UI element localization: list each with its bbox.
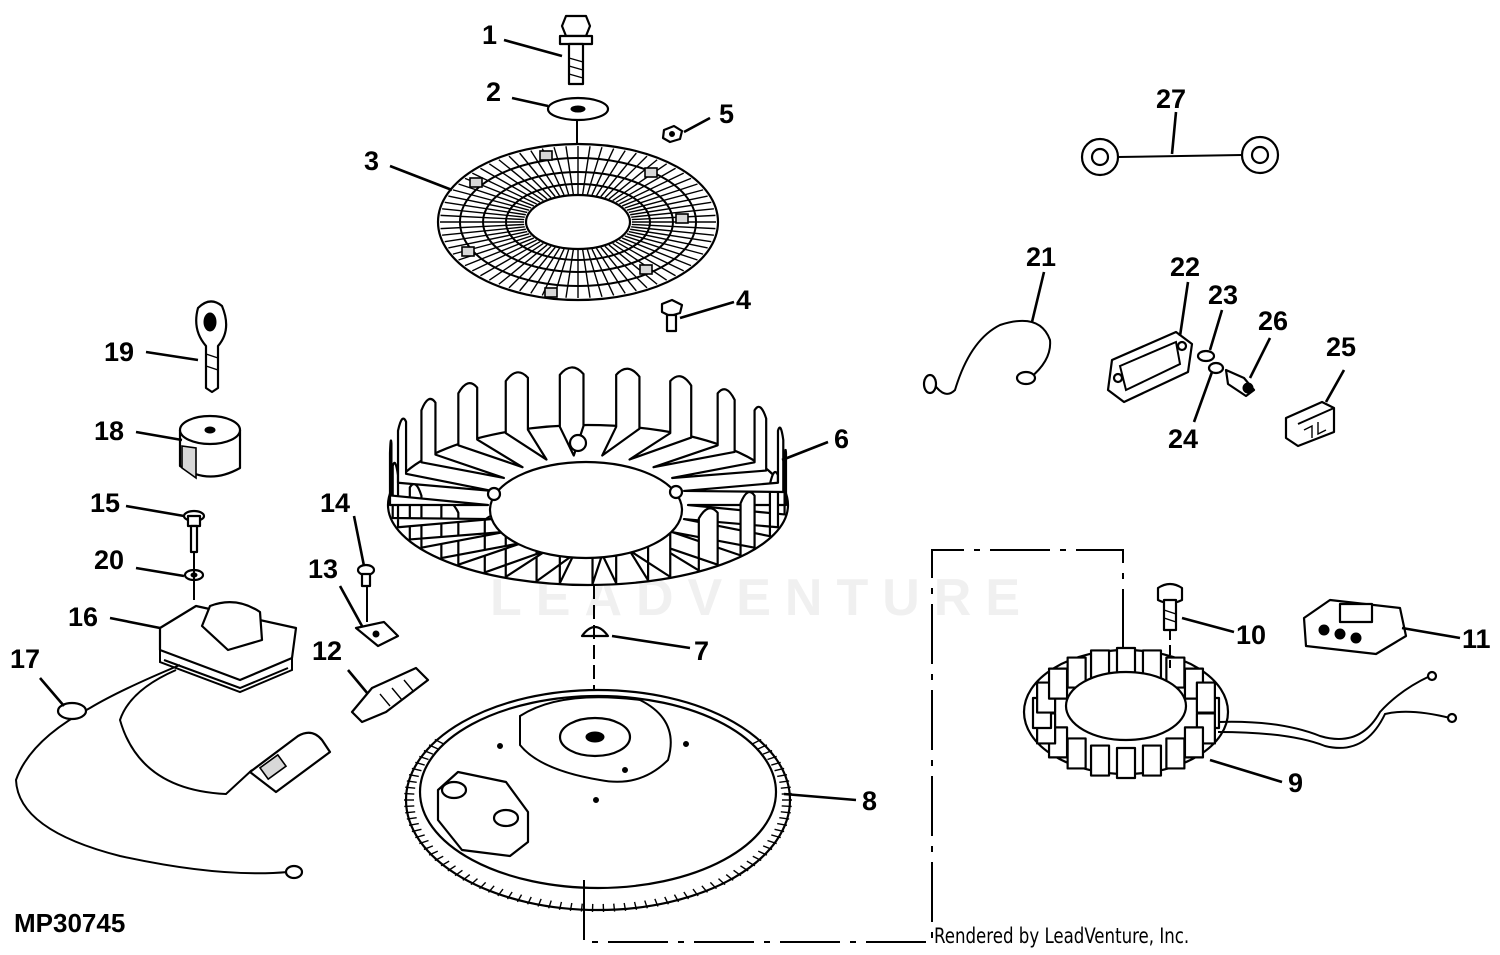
callout-4: 4 bbox=[736, 285, 751, 315]
stator-pole bbox=[1066, 737, 1087, 770]
callout-10: 10 bbox=[1236, 620, 1266, 650]
callout-25: 25 bbox=[1326, 332, 1356, 362]
part-24-lockwasher bbox=[1207, 361, 1225, 375]
callout-9: 9 bbox=[1288, 768, 1303, 798]
callout-26: 26 bbox=[1258, 306, 1288, 336]
part-23-washer bbox=[1196, 349, 1216, 363]
callout-22: 22 bbox=[1170, 252, 1200, 282]
callout-27: 27 bbox=[1156, 84, 1186, 114]
part-3-screen bbox=[436, 142, 720, 302]
stator-pole bbox=[1195, 681, 1216, 714]
stator-pole bbox=[1047, 667, 1069, 700]
part-10-bolt bbox=[1156, 582, 1184, 668]
stator-pole bbox=[1141, 744, 1163, 777]
fan-blade bbox=[457, 382, 524, 469]
callout-numbers: 1 2 3 4 5 6 7 8 9 10 11 12 13 14 15 16 1… bbox=[10, 20, 1491, 816]
part-12-sensor bbox=[350, 666, 430, 724]
fan-blade bbox=[652, 507, 719, 572]
callout-2: 2 bbox=[486, 77, 501, 107]
callout-20: 20 bbox=[94, 545, 124, 575]
fan-blade bbox=[628, 375, 693, 461]
stator-pole bbox=[1089, 744, 1111, 777]
fan-blade bbox=[420, 397, 505, 480]
callout-6: 6 bbox=[834, 424, 849, 454]
part-4-screw bbox=[660, 298, 684, 333]
render-credit: Rendered by LeadVenture, Inc. bbox=[934, 924, 1190, 948]
part-16-ignition-module bbox=[158, 601, 298, 694]
callout-13: 13 bbox=[308, 554, 338, 584]
part-14-screw bbox=[356, 563, 376, 622]
fan-blade bbox=[504, 371, 548, 461]
callout-18: 18 bbox=[94, 416, 124, 446]
part-21-ground-wire bbox=[922, 319, 1052, 395]
callout-8: 8 bbox=[862, 786, 877, 816]
callout-19: 19 bbox=[104, 337, 134, 367]
part-19-ignition-key bbox=[195, 300, 228, 394]
part-15-screw bbox=[182, 509, 206, 554]
part-13-clip bbox=[354, 620, 400, 648]
fan-blade bbox=[601, 367, 641, 457]
stator-pole bbox=[1165, 737, 1186, 770]
callout-5: 5 bbox=[719, 99, 734, 129]
part-22-regulator bbox=[1106, 330, 1194, 404]
part-17-wire-lead bbox=[14, 664, 332, 880]
callout-14: 14 bbox=[320, 488, 350, 518]
fan-blade bbox=[671, 405, 768, 480]
callout-1: 1 bbox=[482, 20, 497, 50]
part-11-connector bbox=[1302, 598, 1408, 656]
part-9-stator bbox=[1022, 646, 1458, 780]
stator-pole bbox=[1183, 726, 1205, 759]
part-5-nut bbox=[661, 124, 684, 144]
callout-15: 15 bbox=[90, 488, 120, 518]
callout-11: 11 bbox=[1462, 624, 1491, 654]
stator-pole bbox=[1115, 746, 1137, 780]
part-18-knob bbox=[178, 414, 242, 480]
callout-16: 16 bbox=[68, 602, 98, 632]
part-25-terminal-block bbox=[1284, 400, 1336, 448]
part-2-washer bbox=[546, 96, 610, 122]
callout-17: 17 bbox=[10, 644, 40, 674]
part-27-spacer-pair bbox=[1080, 135, 1280, 177]
part-26-screw bbox=[1224, 368, 1256, 398]
fan-blade bbox=[682, 426, 785, 494]
callout-23: 23 bbox=[1208, 280, 1238, 310]
leader-lines bbox=[39, 38, 1461, 802]
callout-21: 21 bbox=[1026, 242, 1056, 272]
callout-3: 3 bbox=[364, 146, 379, 176]
diagram-code: MP30745 bbox=[14, 908, 126, 938]
callout-24: 24 bbox=[1168, 424, 1198, 454]
fan-blade bbox=[388, 439, 490, 507]
fan-blade bbox=[396, 417, 494, 493]
callout-7: 7 bbox=[694, 636, 709, 666]
part-6-fan bbox=[386, 366, 790, 587]
part-8-flywheel bbox=[404, 688, 792, 912]
callout-12: 12 bbox=[312, 636, 342, 666]
part-1-bolt bbox=[558, 14, 594, 86]
fan-blade bbox=[558, 366, 585, 457]
fan-blade bbox=[652, 388, 736, 469]
